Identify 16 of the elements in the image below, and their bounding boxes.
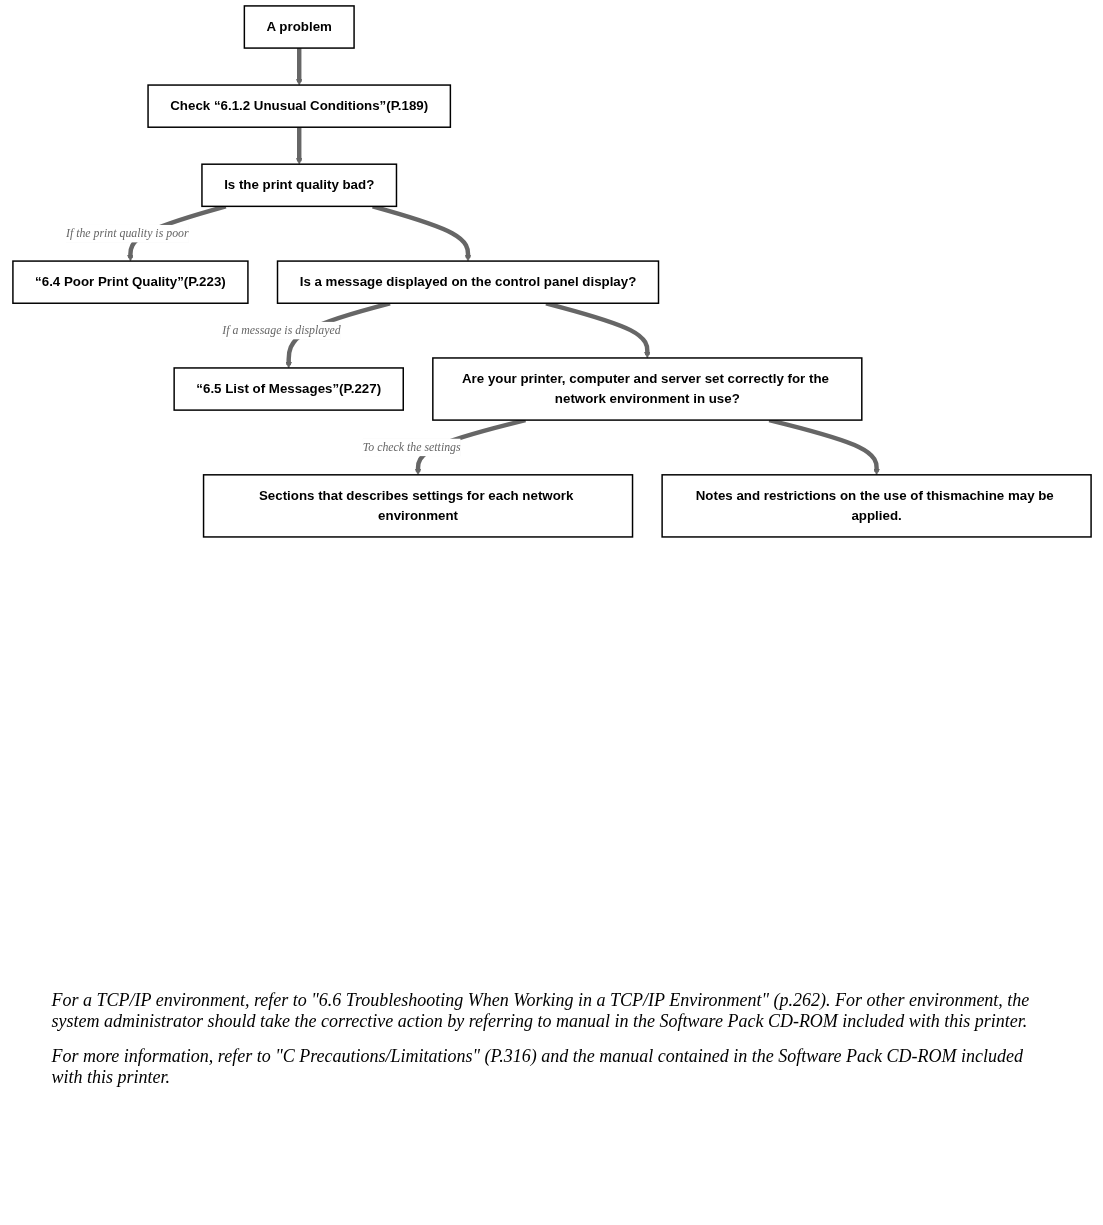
note-text: For a TCP/IP environment, refer to "6.6 Troubleshooting When Working in a TCP/IP Environment" (p.262). For other environment, the system administrator should take the corrective action by referring to manual in the Software Pack CD-ROM included with this printer. [51,990,1031,1032]
edge-label: If the print quality is poor [65,227,189,240]
note-text: For more information, refer to "C Precautions/Limitations" (P.316) and the manual contained in the Software Pack CD-ROM included with this printer. [51,1046,1025,1088]
arrow [295,127,302,165]
node-box: Sections that describes settings for each network environment [202,474,633,538]
node-box: Is a message displayed on the control panel display? [276,260,659,304]
node-box: “6.5 List of Messages”(P.227) [172,367,404,411]
node-box: Are your printer, computer and server set correctly for the network environment in use? [431,357,863,421]
node-box: Notes and restrictions on the use of thismachine may be applied. [660,474,1092,538]
arrow [295,48,302,86]
edge-label: If a message is displayed [221,323,341,337]
node-box: “6.4 Poor Print Quality”(P.223) [11,260,249,304]
node-box: Is the print quality bad? [200,163,397,208]
edge-label: To check the settings [362,440,461,454]
node-box: Check “6.1.2 Unusual Conditions”(P.189) [146,84,451,128]
node-box: A problem [243,5,355,49]
